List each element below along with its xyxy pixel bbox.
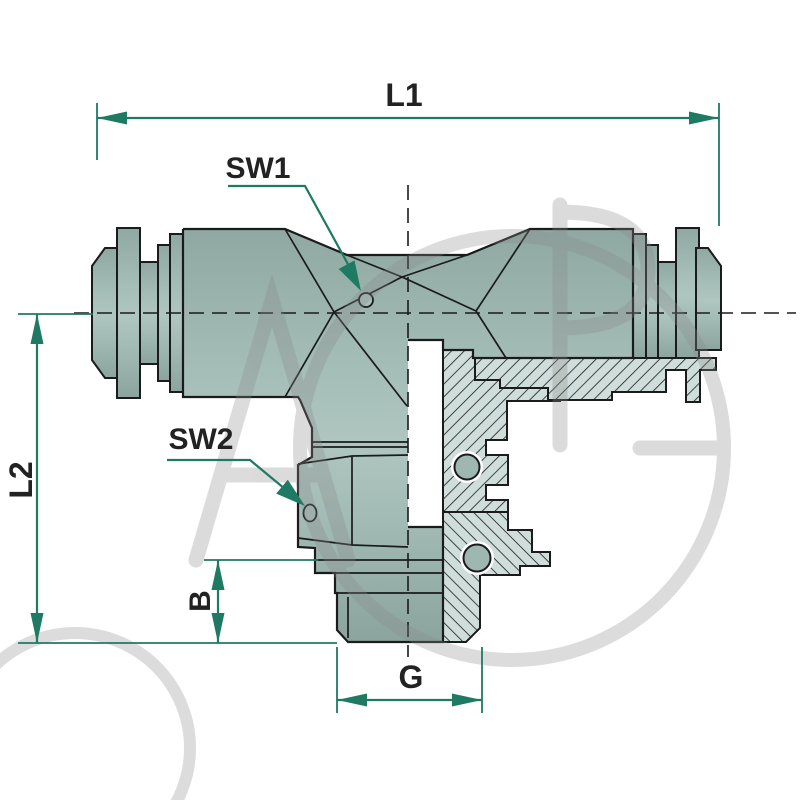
- label-sw1: SW1: [225, 152, 290, 185]
- watermark-letter-g: [293, 229, 731, 667]
- stem-thread-section: [442, 511, 551, 643]
- dimension-g: [336, 647, 483, 713]
- leader-sw1: [228, 184, 361, 291]
- body-and-stem: [183, 229, 633, 642]
- dimension-labels: L1 SW1 SW2 L2 B G: [3, 77, 423, 695]
- watermark-agp-logo: [0, 197, 731, 800]
- label-l1: L1: [385, 77, 422, 113]
- right-collet-end-ring: [695, 247, 722, 351]
- label-b: B: [184, 590, 217, 612]
- watermark-small-arc: [0, 627, 196, 800]
- fitting-body: [91, 227, 722, 642]
- dimension-l1: [96, 103, 720, 226]
- dimension-l2: [18, 313, 337, 644]
- watermark-letter-a: [188, 273, 356, 568]
- facet-lines: [284, 228, 531, 638]
- label-l2: L2: [3, 461, 39, 498]
- dimension-b: [204, 559, 318, 643]
- section-hatching: [442, 349, 717, 643]
- sw1-flat-dot: [358, 292, 374, 308]
- right-connector-section: [474, 357, 717, 403]
- leader-sw2: [167, 458, 305, 506]
- o-rings: [451, 451, 494, 575]
- centerlines: [74, 185, 796, 657]
- label-sw2: SW2: [168, 423, 233, 456]
- o-ring-lower: [462, 543, 492, 573]
- dimension-annotations: [18, 103, 720, 713]
- watermark-letter-p: [552, 197, 656, 453]
- sw2-flat-dot: [302, 503, 318, 523]
- label-g: G: [399, 659, 424, 695]
- o-ring-upper: [453, 453, 481, 481]
